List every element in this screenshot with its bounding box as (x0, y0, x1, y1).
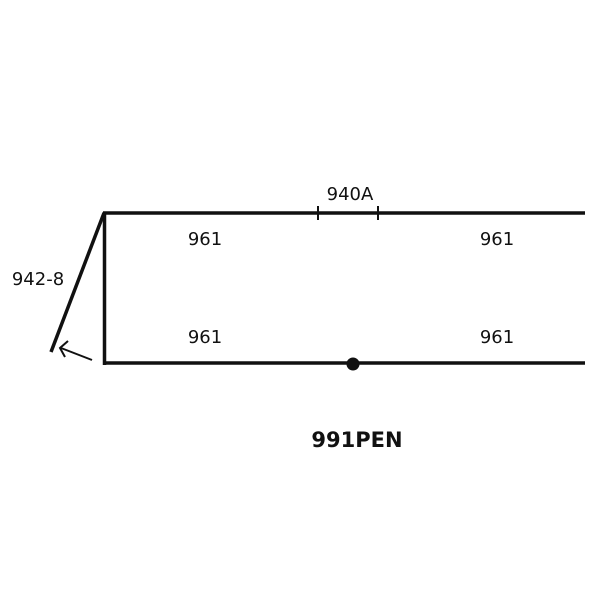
label-961-top-left: 961 (188, 229, 222, 250)
label-961-top-right: 961 (480, 229, 514, 250)
arrow-icon (58, 340, 93, 361)
diagram-title: 991PEN (311, 428, 402, 452)
pivot-dot (346, 357, 360, 371)
label-940a: 940A (327, 184, 374, 205)
label-961-bottom-left: 961 (188, 327, 222, 348)
label-961-bottom-right: 961 (480, 327, 514, 348)
door-swing-line (49, 212, 106, 353)
label-942-8: 942-8 (12, 269, 64, 290)
